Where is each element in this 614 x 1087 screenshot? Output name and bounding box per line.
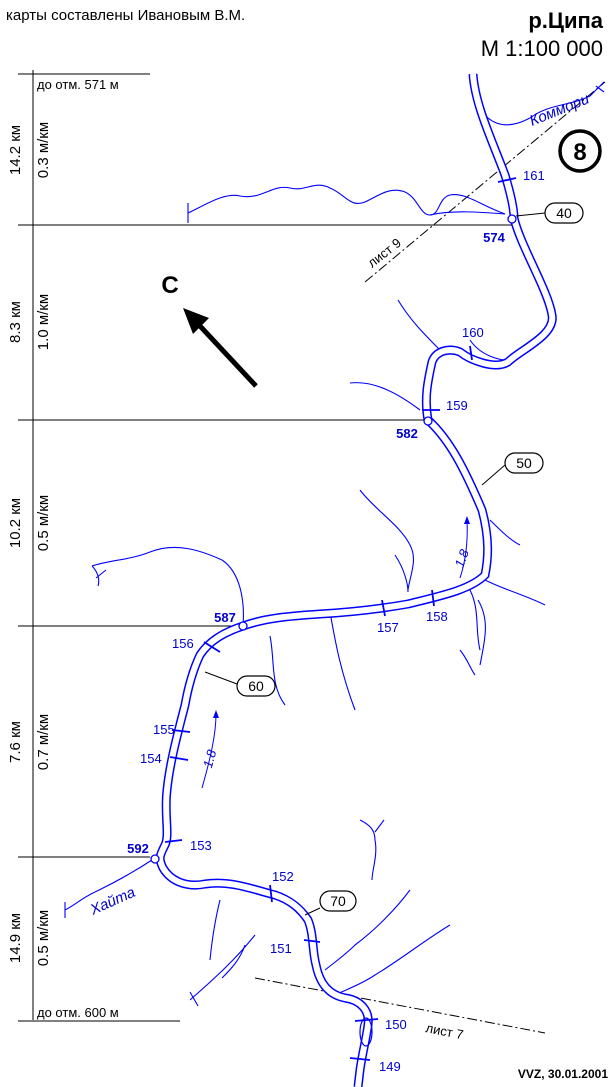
km-marks [164, 177, 517, 1061]
main-river [155, 73, 557, 1087]
km-label: 161 [523, 168, 545, 183]
north-label: С [161, 272, 178, 299]
distance-markers: 40 50 60 70 [204, 202, 584, 916]
km-labels: 161 160 159 158 157 156 155 154 153 152 … [140, 168, 545, 1074]
segment-length: 14.9 км [7, 913, 24, 963]
distance-marker: 60 [248, 678, 264, 694]
elevation-points: 574 582 587 592 [127, 214, 517, 864]
km-label: 159 [446, 398, 468, 413]
segment-slope: 0.5 м/км [35, 910, 52, 966]
segment-length: 7.6 км [7, 721, 24, 763]
flow-speed: 1.8 [452, 547, 473, 570]
km-label: 152 [272, 869, 294, 884]
segment-length: 8.3 км [7, 301, 24, 343]
north-arrow: С [161, 272, 258, 388]
profile-bottom-note: до отм. 600 м [37, 1005, 119, 1020]
sheet-boundary-lower: лист 7 [254, 977, 546, 1042]
segment-slope: 0.3 м/км [35, 122, 52, 178]
flow-speed-lower: 1.8 [200, 710, 219, 789]
elevation-label: 592 [127, 841, 149, 856]
sheet-number: 8 [573, 139, 586, 166]
km-label: 154 [140, 751, 162, 766]
km-label: 158 [426, 609, 448, 624]
km-label: 155 [153, 722, 175, 737]
km-label: 149 [379, 1059, 401, 1074]
km-label: 151 [270, 941, 292, 956]
km-label: 153 [190, 838, 212, 853]
distance-marker: 50 [516, 455, 532, 471]
segment-length: 10.2 км [7, 498, 24, 548]
tributary-label-left: Хайта [87, 884, 138, 919]
profile-segment-3: 10.2 км 0.5 м/км [7, 495, 52, 551]
profile-scale [18, 70, 515, 1022]
flow-speed-upper: 1.8 [452, 516, 473, 579]
elevation-label: 587 [214, 610, 236, 625]
profile-top-note: до отм. 571 м [37, 77, 119, 92]
km-label: 157 [377, 620, 399, 635]
distance-marker: 70 [330, 893, 346, 909]
author-credit: карты составлены Ивановым В.М. [6, 7, 245, 24]
sheet-number-badge: 8 [558, 129, 602, 173]
sheet-label-upper: лист 9 [365, 235, 404, 270]
profile-segment-2: 8.3 км 1.0 м/км [7, 294, 52, 350]
segment-slope: 1.0 м/км [35, 294, 52, 350]
tributary-label-top: Коммори [527, 90, 592, 130]
km-label: 160 [462, 325, 484, 340]
sheet-label-lower: лист 7 [424, 1020, 464, 1042]
km-label: 150 [385, 1017, 407, 1032]
elevation-label: 582 [396, 426, 418, 441]
segment-length: 14.2 км [7, 125, 24, 175]
profile-segment-1: 14.2 км 0.3 м/км [7, 122, 52, 178]
distance-marker: 40 [556, 205, 572, 221]
elevation-label: 574 [483, 230, 505, 245]
segment-slope: 0.5 м/км [35, 495, 52, 551]
profile-segment-4: 7.6 км 0.7 м/км [7, 714, 52, 770]
river-title: р.Ципа [528, 8, 603, 33]
author-signature: VVZ, 30.01.2001 [518, 1067, 608, 1081]
flow-speed: 1.8 [200, 747, 219, 769]
profile-segment-5: 14.9 км 0.5 м/км [7, 910, 52, 966]
map-scale: М 1:100 000 [481, 36, 603, 61]
km-label: 156 [172, 636, 194, 651]
tributaries [64, 73, 605, 1007]
segment-slope: 0.7 м/км [35, 714, 52, 770]
